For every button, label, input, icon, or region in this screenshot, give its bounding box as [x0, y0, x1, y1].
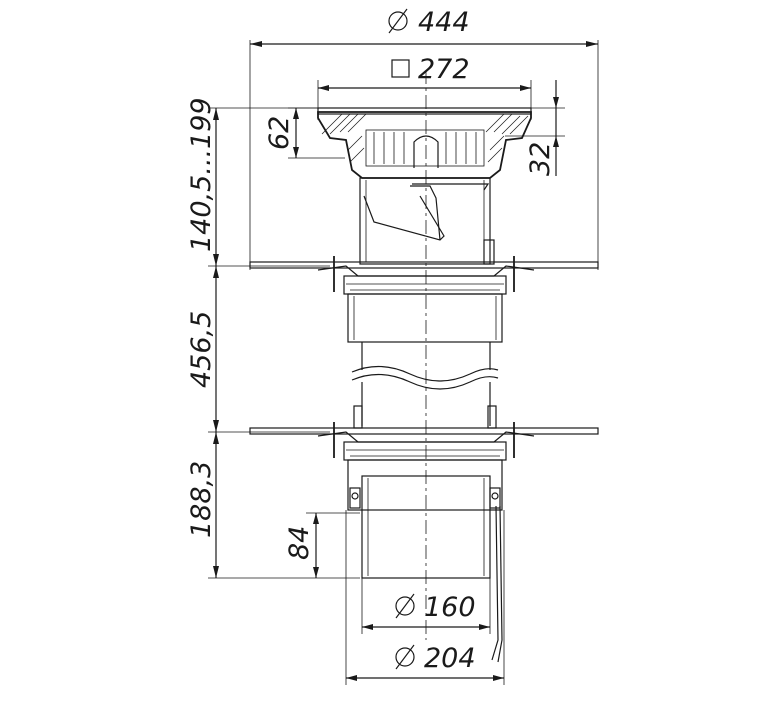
hatch-pattern-left [321, 113, 367, 163]
dimension-outlet-outer: 204 [345, 510, 505, 685]
diameter-symbol-icon [395, 593, 415, 619]
lower-height-label: 188,3 [186, 461, 217, 538]
outlet-inner-label: 160 [424, 592, 476, 623]
middle-pipe [351, 342, 499, 429]
pipe-break-line [351, 365, 499, 382]
middle-height-label: 456,5 [186, 311, 217, 388]
dimension-grate-offset: 32 [505, 80, 565, 176]
upper-flange [249, 256, 599, 343]
square-symbol-icon [391, 59, 410, 78]
upper-body [359, 177, 495, 265]
diameter-symbol-icon [395, 644, 415, 670]
grate-offset-label: 32 [525, 142, 556, 176]
hatch-pattern-right [485, 113, 529, 163]
dimension-overall-diameter: 444 [249, 7, 599, 270]
outlet-outer-label: 204 [424, 643, 476, 674]
diameter-symbol-icon [388, 8, 408, 34]
dimension-vertical-chain: 140,5...199 456,5 188,3 [186, 97, 360, 579]
grate-frame [317, 107, 532, 179]
grate-height-label: 62 [264, 116, 295, 150]
overall-diameter-label: 444 [418, 7, 470, 38]
outlet-spigot [361, 475, 491, 579]
spigot-length-label: 84 [284, 526, 315, 560]
dimension-grate-square: 272 [317, 54, 532, 120]
grate-square-label: 272 [418, 54, 470, 85]
dimension-outlet-inner: 160 [361, 578, 491, 634]
lower-flange [249, 422, 599, 461]
heating-cable [491, 505, 503, 663]
grate-slots [365, 129, 485, 168]
dimension-spigot-length: 84 [284, 512, 360, 578]
lower-body [347, 459, 503, 579]
upper-height-label: 140,5...199 [186, 97, 217, 252]
flap-valve [363, 195, 445, 241]
dimension-grate-height: 62 [264, 107, 345, 159]
